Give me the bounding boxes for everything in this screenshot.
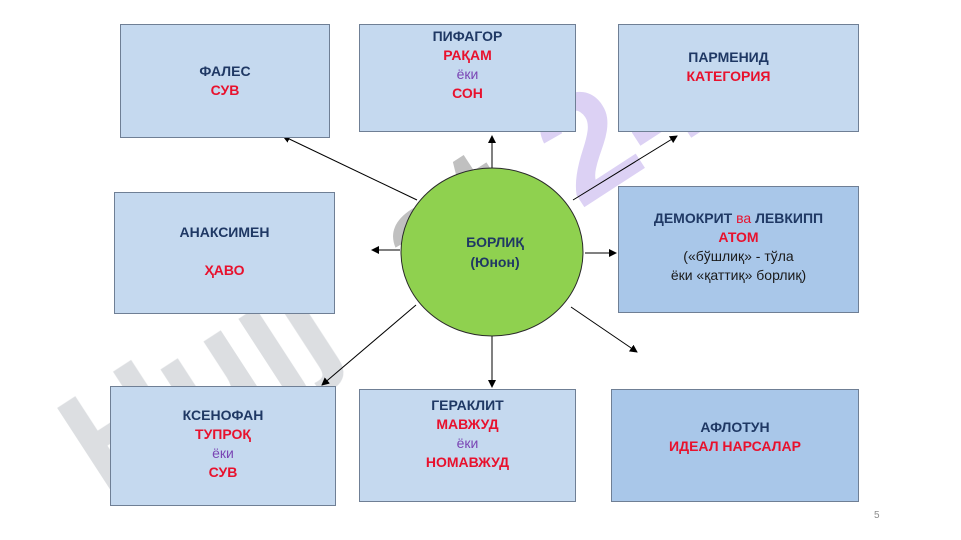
element-label: НОМАВЖУД [425, 454, 510, 470]
center-title: БОРЛИҚ [466, 234, 524, 250]
center-label: БОРЛИҚ (Юнон) [430, 232, 560, 272]
box-fales: ФАЛЕС СУВ [120, 24, 330, 138]
description-line: («бўшлиқ» - тўла [683, 248, 794, 264]
box-geraklit: ГЕРАКЛИТ МАВЖУД ёки НОМАВЖУД [359, 389, 576, 502]
philosopher-name: АНАКСИМЕН [179, 224, 270, 240]
and-label: ва [736, 210, 752, 226]
philosopher-name: ДЕМОКРИТ [653, 210, 733, 226]
or-label: ёки [456, 66, 479, 82]
philosopher-name: ГЕРАКЛИТ [431, 397, 504, 413]
element-label: РАҚАМ [443, 47, 492, 63]
element-label: АТОМ [718, 229, 759, 245]
philosopher-name: ЛЕВКИПП [755, 210, 824, 226]
or-label: ёки [212, 445, 234, 461]
element-label: ҲАВО [204, 262, 245, 278]
box-anaksimen: АНАКСИМЕН ҲАВО [114, 192, 335, 314]
slide-number: 5 [874, 510, 880, 521]
box-aflotun: АФЛОТУН ИДЕАЛ НАРСАЛАР [611, 389, 859, 502]
element-label: ИДЕАЛ НАРСАЛАР [669, 438, 801, 454]
element-label: ТУПРОҚ [195, 426, 251, 442]
element-label: КАТЕГОРИЯ [686, 68, 771, 84]
description-line: ёки «қаттиқ» борлиқ) [670, 267, 807, 283]
box-parmenid: ПАРМЕНИД КАТЕГОРИЯ [618, 24, 859, 132]
box-ksenofan: КСЕНОФАН ТУПРОҚ ёки СУВ [110, 386, 336, 506]
element-label: СОН [452, 85, 483, 101]
philosopher-name: ФАЛЕС [199, 63, 251, 79]
philosopher-names: ДЕМОКРИТ ва ЛЕВКИПП [654, 209, 823, 228]
philosopher-name: КСЕНОФАН [182, 407, 264, 423]
box-demokrit: ДЕМОКРИТ ва ЛЕВКИПП АТОМ («бўшлиқ» - тўл… [618, 186, 859, 313]
philosopher-name: АФЛОТУН [700, 419, 770, 435]
center-subtitle: (Юнон) [470, 254, 520, 270]
element-label: МАВЖУД [436, 416, 499, 432]
or-label: ёки [456, 435, 479, 451]
center-circle [400, 167, 584, 337]
philosopher-name: ПИФАГОР [432, 28, 503, 44]
philosopher-name: ПАРМЕНИД [688, 49, 769, 65]
element-label: СУВ [208, 464, 238, 480]
element-label: СУВ [210, 82, 240, 98]
box-pifagor: ПИФАГОР РАҚАМ ёки СОН [359, 24, 576, 132]
